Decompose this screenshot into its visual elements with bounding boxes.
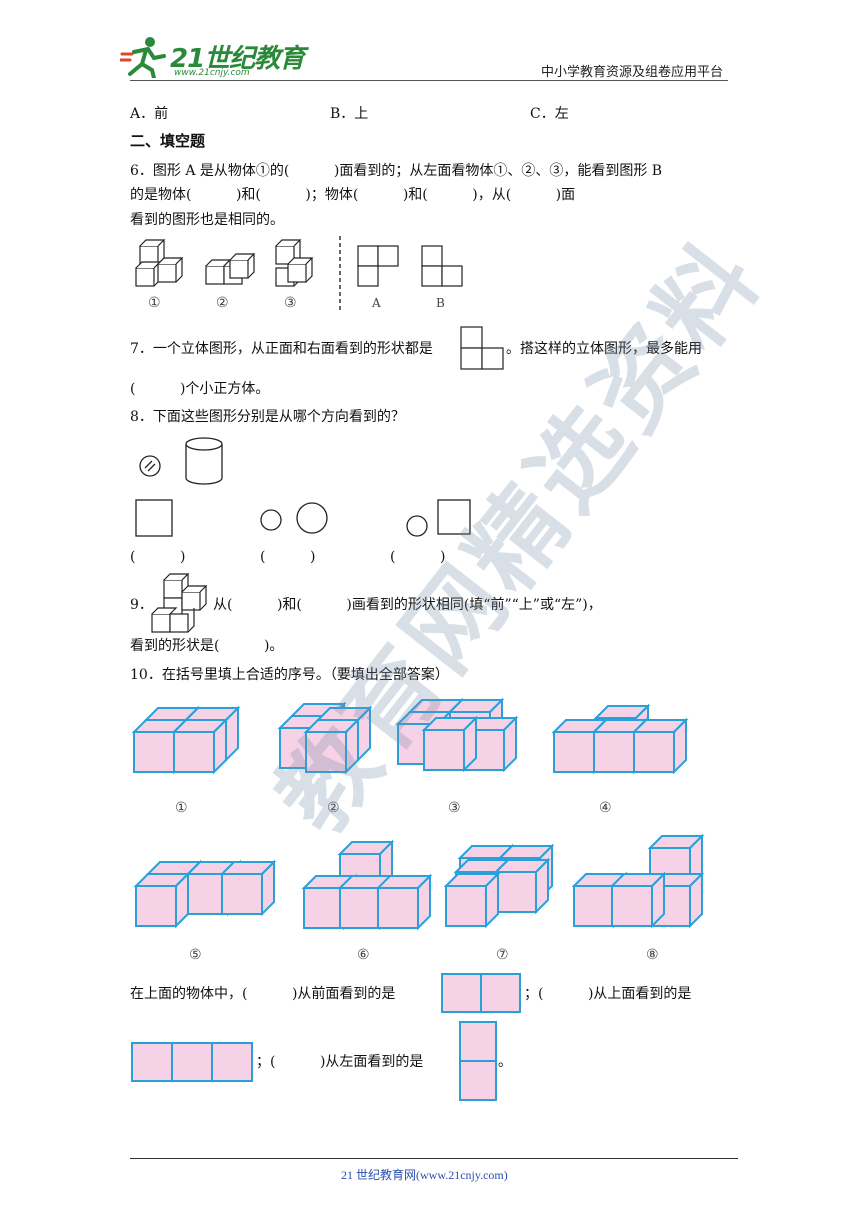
figure-4-cubes — [553, 705, 687, 773]
logo-url: www.21cnjy.com — [174, 68, 250, 78]
footer-rule — [130, 1158, 738, 1159]
q8-blank-3: ( ) — [390, 549, 446, 565]
q6-line3: 看到的图形也是相同的。 — [130, 212, 284, 228]
top-view-shape — [131, 1042, 253, 1082]
object-1-cubes — [135, 239, 184, 287]
q6-label-1: ① — [148, 295, 161, 311]
q10-fill-2: ；( )从左面看到的是 — [256, 1054, 424, 1070]
left-view-shape — [459, 1021, 497, 1101]
figure-5-cubes — [135, 861, 275, 927]
runner-logo-icon — [120, 37, 166, 78]
q6-line2: 的是物体( )和( )；物体( )和( )，从( )面 — [130, 187, 576, 203]
front-view-shape — [441, 973, 521, 1013]
q10-fill-2-end: 。 — [498, 1054, 512, 1070]
figure-1-cubes — [133, 707, 239, 773]
header: 21世纪教育 www.21cnjy.com 中小学教育资源及组卷应用平台 — [0, 0, 860, 90]
q10-fill-1a: 在上面的物体中，( )从前面看到的是 — [130, 986, 396, 1002]
q10-label-6: ⑥ — [357, 947, 370, 963]
q9-number: 9． — [130, 597, 153, 613]
square-view-2 — [437, 499, 471, 535]
platform-name: 中小学教育资源及组卷应用平台 — [541, 65, 724, 80]
q10-line1: 10．在括号里填上合适的序号。（要填出全部答案） — [130, 667, 449, 683]
q7-line1b: 。搭这样的立体图形，最多能用 — [506, 341, 702, 357]
small-circle-view — [260, 509, 282, 531]
q10-label-8: ⑧ — [646, 947, 659, 963]
q8-line1: 8．下面这些图形分别是从哪个方向看到的？ — [130, 409, 405, 425]
figure-6-cubes — [303, 841, 431, 929]
view-a-shape — [357, 245, 399, 287]
q10-label-1: ① — [175, 800, 188, 816]
q6-line1: 6．图形 A 是从物体①的( )面看到的；从左面看物体①、②、③，能看到图形 B — [130, 163, 663, 179]
small-circle-view-2 — [406, 515, 428, 537]
figure-7-cubes — [445, 845, 553, 927]
q9-cubes — [151, 573, 208, 633]
q6-figures — [135, 236, 463, 312]
square-view — [135, 499, 173, 537]
q9-line2: 看到的形状是( )。 — [130, 638, 284, 654]
object-3-cubes — [275, 239, 314, 287]
q8-views — [135, 499, 471, 537]
q7-line2: ( )个小正方体。 — [130, 381, 270, 397]
header-rule — [130, 80, 728, 81]
q10-label-2: ② — [327, 800, 340, 816]
view-b-shape — [421, 245, 463, 287]
q8-objects — [139, 437, 223, 485]
q7-line1a: 7．一个立体图形，从正面和右面看到的形状都是 — [130, 341, 433, 357]
q10-label-4: ④ — [599, 800, 612, 816]
footer-text: 21 世纪教育网(www.21cnjy.com) — [341, 1168, 508, 1182]
q6-label-3: ③ — [284, 295, 297, 311]
ball-icon — [139, 455, 161, 477]
object-2-cubes — [205, 253, 256, 285]
q6-label-2: ② — [216, 295, 229, 311]
section-title: 二、填空题 — [130, 132, 206, 150]
choice-c: C．左 — [530, 106, 569, 122]
q10-label-3: ③ — [448, 800, 461, 816]
q6-label-a: A — [372, 296, 381, 310]
q7-view-shape — [460, 326, 504, 370]
q10-fill-1b: ；( )从上面看到的是 — [524, 986, 692, 1002]
q6-label-b: B — [436, 296, 445, 310]
logo-text: 21世纪教育 — [170, 44, 305, 74]
q10-label-7: ⑦ — [496, 947, 509, 963]
figure-8-cubes — [573, 835, 703, 927]
q8-blank-2: ( ) — [260, 549, 316, 565]
cylinder-icon — [185, 437, 223, 485]
q8-blank-1: ( ) — [130, 549, 186, 565]
q9-line1: 从( )和( )画看到的形状相同(填“前”“上”或“左”)， — [213, 597, 602, 613]
q10-label-5: ⑤ — [189, 947, 202, 963]
large-circle-view — [296, 502, 328, 534]
choice-a: A．前 — [130, 106, 169, 122]
choice-b: B．上 — [330, 106, 369, 122]
